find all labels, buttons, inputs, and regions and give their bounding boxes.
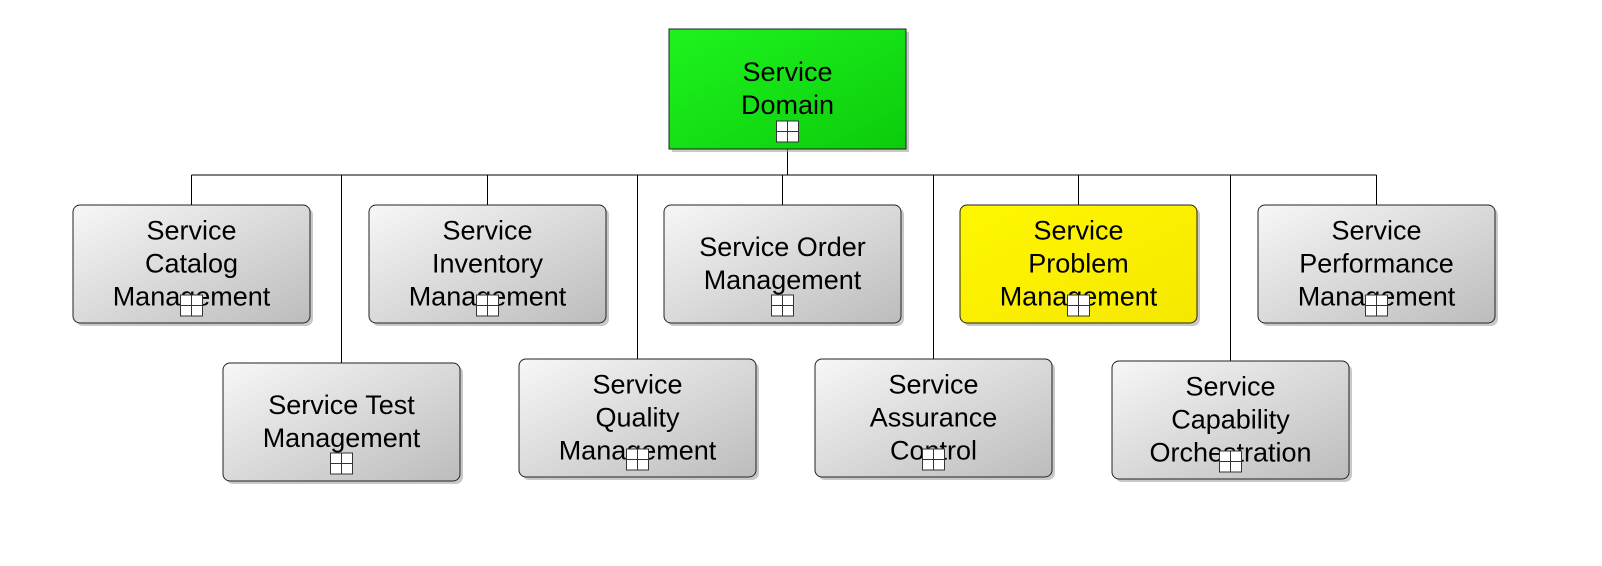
node-label-line: Capability — [1171, 405, 1290, 435]
node-label-line: Assurance — [870, 403, 998, 433]
node-service-capability-orchestration[interactable]: ServiceCapabilityOrchestration — [1111, 360, 1352, 482]
plus-box-icon[interactable] — [476, 294, 499, 317]
node-box — [368, 204, 607, 324]
node-label-line: Inventory — [432, 249, 544, 279]
node-label-line: Catalog — [145, 249, 238, 279]
node-box — [1257, 204, 1496, 324]
node-label-line: Service — [442, 216, 532, 246]
node-label-line: Service — [1033, 216, 1123, 246]
plus-box-icon[interactable] — [180, 294, 203, 317]
node-service-quality-management[interactable]: ServiceQualityManagement — [518, 358, 759, 480]
node-label-line: Management — [704, 265, 862, 295]
node-label-line: Performance — [1299, 249, 1454, 279]
plus-box-icon[interactable] — [1067, 294, 1090, 317]
node-box — [959, 204, 1198, 324]
plus-box-icon[interactable] — [626, 448, 649, 471]
node-label-line: Service — [1331, 216, 1421, 246]
node-service-problem-management[interactable]: ServiceProblemManagement — [959, 204, 1200, 326]
plus-box-icon[interactable] — [776, 120, 799, 143]
node-service-assurance-control[interactable]: ServiceAssuranceControl — [814, 358, 1055, 480]
node-label-line: Service — [742, 57, 832, 87]
plus-box-icon[interactable] — [771, 294, 794, 317]
node-label-line: Problem — [1028, 249, 1129, 279]
node-box — [814, 358, 1053, 478]
node-box — [222, 362, 461, 482]
node-box — [518, 358, 757, 478]
node-label-line: Domain — [741, 90, 834, 120]
node-box — [1111, 360, 1350, 480]
plus-box-icon[interactable] — [330, 452, 353, 475]
node-label-line: Service — [1185, 372, 1275, 402]
node-label-line: Quality — [595, 403, 680, 433]
plus-box-icon[interactable] — [1219, 450, 1242, 473]
plus-box-icon[interactable] — [1365, 294, 1388, 317]
node-label-line: Service Order — [699, 232, 866, 262]
node-service-performance-management[interactable]: ServicePerformanceManagement — [1257, 204, 1498, 326]
node-label-line: Service Test — [268, 390, 415, 420]
node-service-catalog-management[interactable]: ServiceCatalogManagement — [72, 204, 313, 326]
node-box — [663, 204, 902, 324]
node-label-line: Management — [263, 423, 421, 453]
node-label-line: Service — [888, 370, 978, 400]
node-label-line: Service — [592, 370, 682, 400]
plus-box-icon[interactable] — [922, 448, 945, 471]
node-label-line: Service — [146, 216, 236, 246]
node-box — [72, 204, 311, 324]
node-service-inventory-management[interactable]: ServiceInventoryManagement — [368, 204, 609, 326]
connector-lines — [191, 149, 1377, 363]
